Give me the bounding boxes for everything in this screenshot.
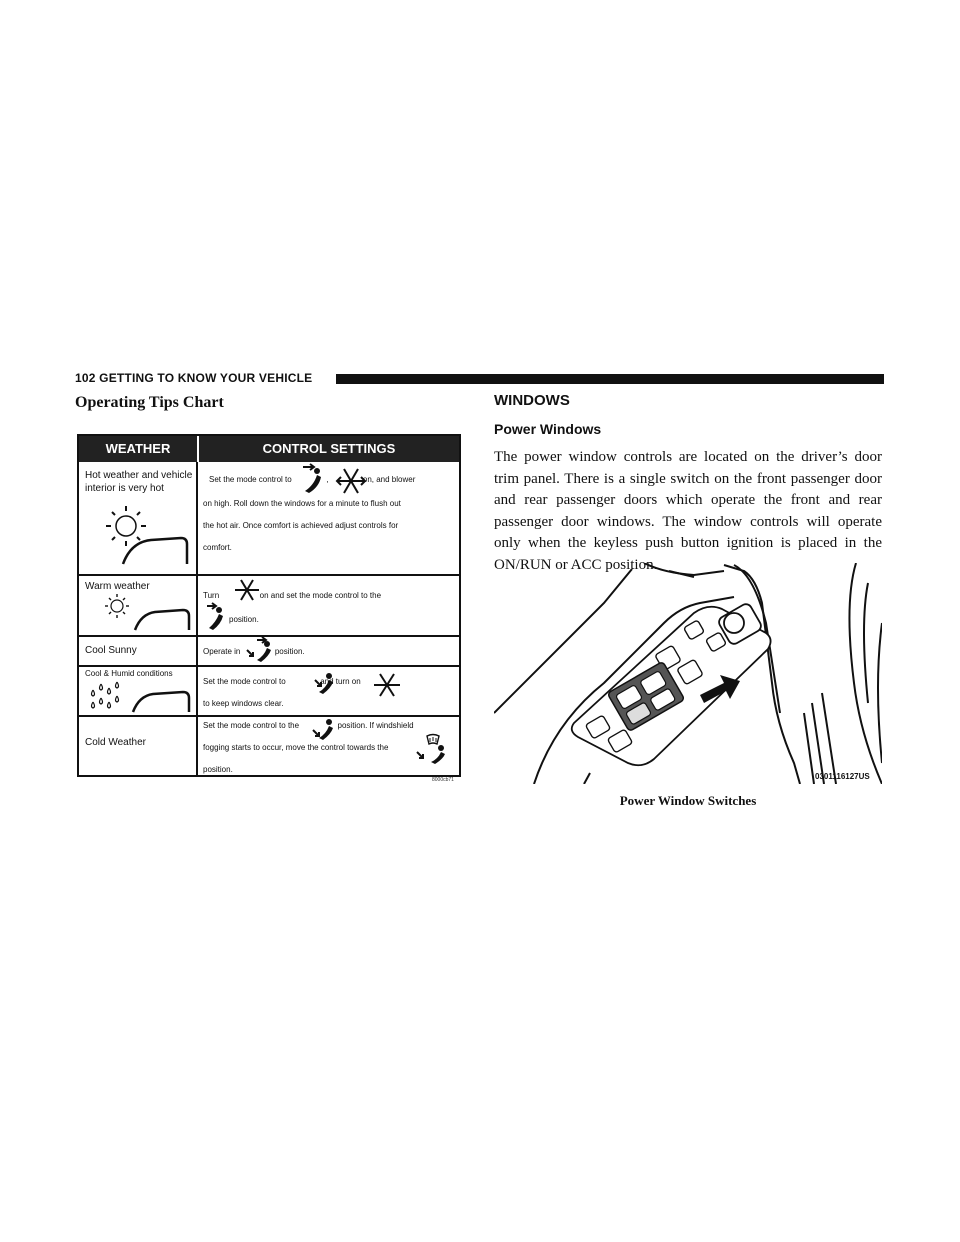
control-warm-line1: Turn on and set the mode control to the bbox=[203, 590, 381, 602]
weather-hot: Hot weather and vehicle interior is very… bbox=[85, 470, 193, 494]
weather-cool-humid: Cool & Humid conditions bbox=[85, 669, 173, 678]
control-humid-b: and turn on bbox=[320, 677, 361, 686]
chart-header-weather: WEATHER bbox=[105, 441, 171, 456]
chart-row-divider bbox=[79, 635, 459, 637]
control-cold-line3: position. bbox=[203, 765, 233, 774]
snowflake-icon bbox=[374, 673, 400, 697]
control-cold-a: Set the mode control to the bbox=[203, 721, 300, 730]
warm-sun-car-icon bbox=[105, 594, 191, 631]
power-window-switches-illustration bbox=[494, 563, 882, 784]
sun-car-icon bbox=[106, 506, 189, 565]
control-cool-sunny-b: position. bbox=[274, 647, 305, 656]
control-warm-b: on and set the mode control to the bbox=[259, 591, 382, 600]
control-cold-line1: Set the mode control to the position. If… bbox=[203, 720, 414, 732]
control-hot-b: on, and blower bbox=[362, 475, 416, 484]
chart-header-controls: CONTROL SETTINGS bbox=[197, 436, 459, 462]
control-hot-line3: the hot air. Once comfort is achieved ad… bbox=[203, 521, 399, 530]
floor-mode-icon bbox=[312, 719, 333, 740]
figure-caption: Power Window Switches bbox=[619, 793, 757, 808]
snowflake-icon bbox=[235, 579, 259, 601]
chart-header: WEATHER CONTROL SETTINGS bbox=[79, 436, 459, 462]
control-humid-line2: to keep windows clear. bbox=[203, 699, 284, 708]
control-cold-b: position. If windshield bbox=[337, 721, 414, 730]
chart-code: 8000cb71 bbox=[432, 777, 454, 783]
control-hot-line1: Set the mode control to , on, and blower bbox=[203, 474, 415, 486]
control-humid-a: Set the mode control to bbox=[203, 677, 286, 686]
defrost-floor-icon bbox=[416, 733, 445, 764]
figure-code: 0301116127US bbox=[815, 772, 870, 781]
control-hot-line2: on high. Roll down the windows for a min… bbox=[203, 499, 401, 508]
bilevel-mode-icon bbox=[246, 636, 271, 662]
hot-row-icons bbox=[303, 463, 367, 494]
page-header-label: 102 GETTING TO KNOW YOUR VEHICLE bbox=[75, 371, 313, 385]
chart-row-divider bbox=[79, 665, 459, 667]
warm-row-icons bbox=[207, 579, 259, 630]
control-hot-sep: , bbox=[326, 475, 329, 484]
control-warm-a: Turn bbox=[203, 591, 220, 600]
section-title-windows: WINDOWS bbox=[494, 392, 570, 409]
control-warm-line2: position. bbox=[229, 615, 259, 624]
weather-warm: Warm weather bbox=[85, 581, 150, 592]
control-hot-line4: comfort. bbox=[203, 543, 232, 552]
power-windows-body: The power window controls are located on… bbox=[494, 449, 882, 573]
control-cool-sunny-a: Operate in bbox=[203, 647, 241, 656]
weather-cool-sunny: Cool Sunny bbox=[85, 645, 137, 656]
control-cold-line2: fogging starts to occur, move the contro… bbox=[203, 743, 389, 752]
panel-vent-icon bbox=[303, 463, 321, 493]
weather-cold: Cold Weather bbox=[85, 737, 146, 748]
chart-row-divider bbox=[79, 574, 459, 576]
snowflake-icon bbox=[335, 468, 367, 494]
subsection-title-power-windows: Power Windows bbox=[494, 421, 602, 437]
control-humid-line1: Set the mode control to and turn on bbox=[203, 676, 361, 688]
humid-row-icons bbox=[314, 673, 400, 697]
operating-tips-chart: WEATHER CONTROL SETTINGS Hot weather and… bbox=[77, 434, 461, 777]
control-hot-a: Set the mode control to bbox=[209, 475, 292, 484]
section-title-operating-tips: Operating Tips Chart bbox=[75, 394, 224, 411]
control-cool-sunny: Operate in position. bbox=[203, 646, 305, 658]
pointer-arrow bbox=[700, 675, 740, 703]
rain-car-icon bbox=[90, 681, 191, 713]
header-rule bbox=[336, 374, 884, 384]
chart-row-divider bbox=[79, 715, 459, 717]
bilevel-mode-icon bbox=[314, 673, 333, 694]
chart-column-divider bbox=[196, 462, 198, 775]
panel-vent-icon bbox=[207, 602, 223, 630]
